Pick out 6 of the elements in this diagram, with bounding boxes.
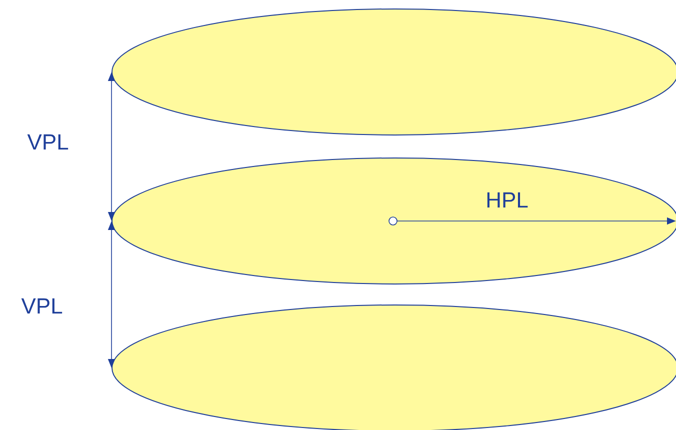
edge-label: VPL <box>21 298 62 314</box>
ellipse <box>112 158 676 284</box>
ellipse <box>112 304 676 430</box>
dimension-label: HPL <box>487 192 528 208</box>
edge-label: VPL <box>27 134 68 150</box>
ellipse <box>112 8 676 136</box>
